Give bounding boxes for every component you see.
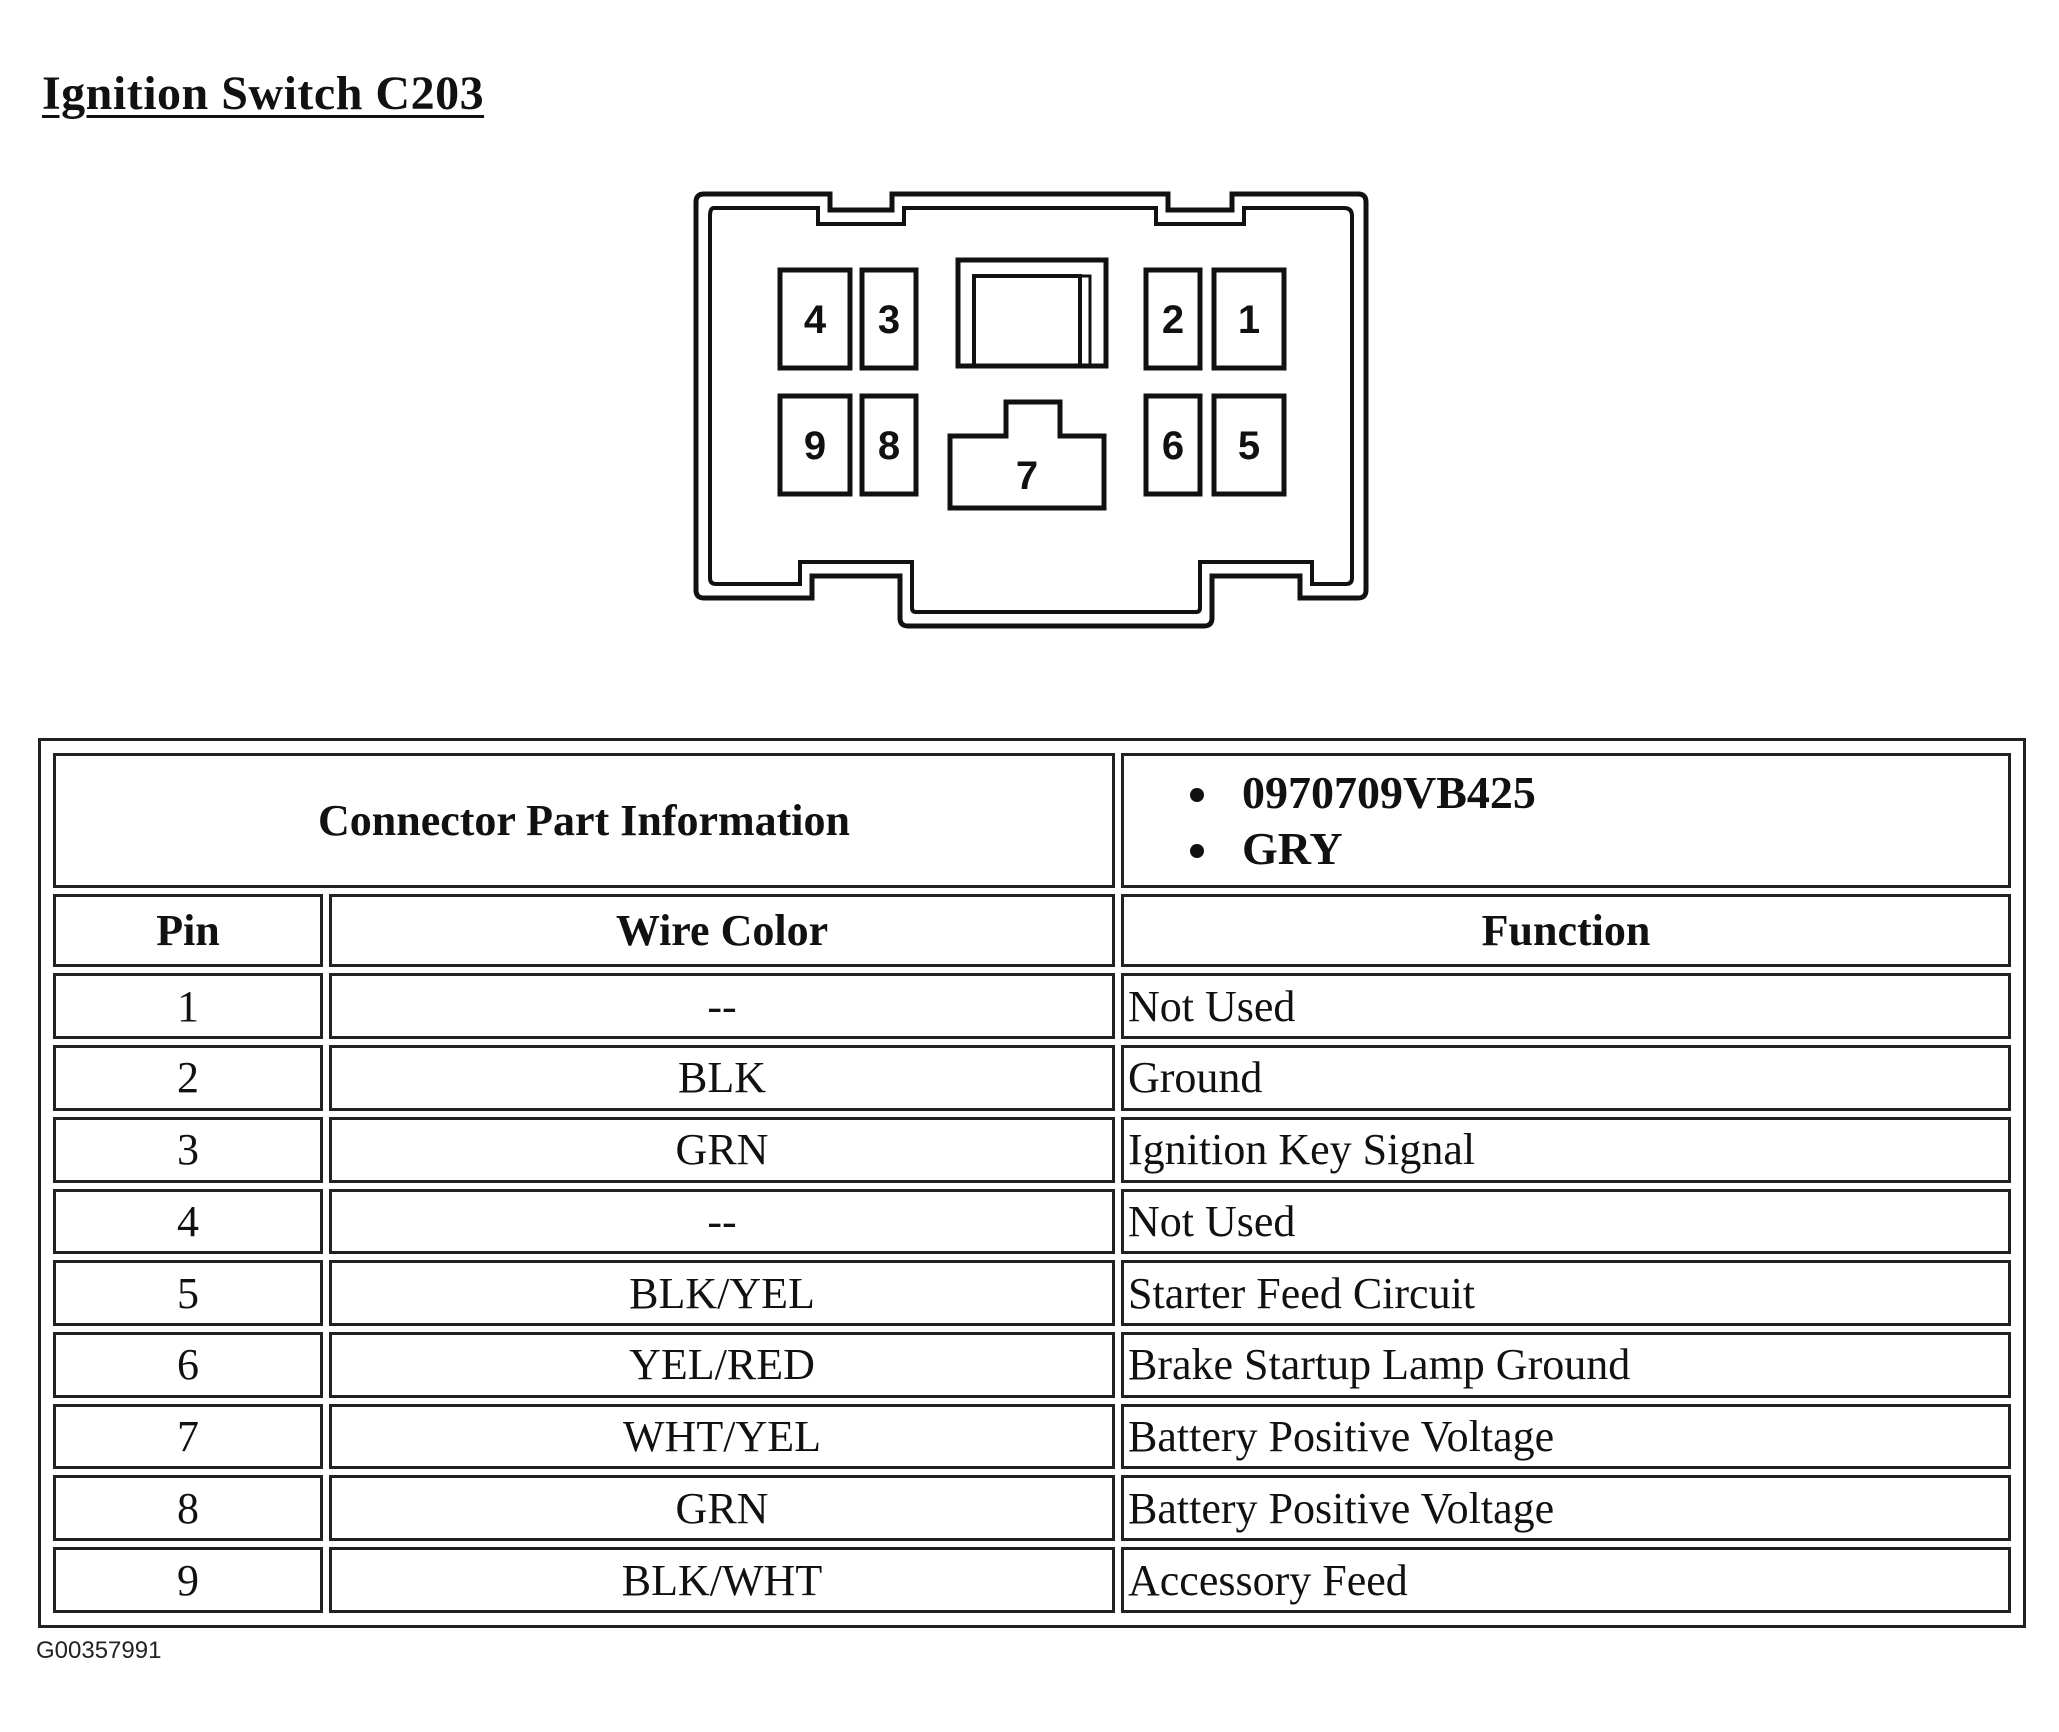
part-info-label: Connector Part Information [53, 753, 1115, 889]
header-wire-color: Wire Color [329, 894, 1115, 968]
cell-wire-color: -- [329, 1188, 1115, 1255]
cell-wire-color: YEL/RED [329, 1332, 1115, 1398]
cell-pin: 1 [53, 973, 323, 1040]
pin-cavity-1 [1211, 267, 1287, 371]
center-key-inner [972, 274, 1082, 368]
cell-function: Ground [1121, 1045, 2011, 1111]
page-title: Ignition Switch C203 [42, 67, 485, 120]
pin-cavity-4 [777, 267, 853, 371]
cell-pin: 7 [53, 1403, 323, 1470]
connector-housing-inner [708, 206, 1354, 614]
cell-wire-color: GRN [329, 1475, 1115, 1542]
pin-label-8: 8 [878, 424, 900, 468]
cell-function: Ignition Key Signal [1121, 1116, 2011, 1183]
center-key-shadow [1078, 274, 1092, 368]
cell-wire-color: BLK/YEL [329, 1260, 1115, 1327]
header-row: Pin Wire Color Function [53, 894, 2011, 968]
cell-wire-color: GRN [329, 1116, 1115, 1183]
part-number: 0970709VB425 [1224, 765, 2004, 821]
cell-function: Brake Startup Lamp Ground [1121, 1332, 2011, 1398]
pin-label-2: 2 [1162, 298, 1184, 342]
pin-cavity-3 [859, 267, 919, 371]
cell-pin: 9 [53, 1547, 323, 1613]
header-function: Function [1121, 894, 2011, 968]
header-pin: Pin [53, 894, 323, 968]
cell-pin: 6 [53, 1332, 323, 1398]
cell-wire-color: BLK/WHT [329, 1547, 1115, 1613]
cell-function: Not Used [1121, 973, 2011, 1040]
cell-function: Battery Positive Voltage [1121, 1475, 2011, 1542]
pin-cavity-6 [1143, 393, 1203, 497]
cell-wire-color: BLK [329, 1045, 1115, 1111]
connector-info-table-frame: Connector Part Information 0970709VB425 … [38, 738, 2026, 1628]
part-info-values: 0970709VB425 GRY [1121, 753, 2011, 889]
pin-label-4: 4 [804, 298, 827, 342]
cell-pin: 8 [53, 1475, 323, 1542]
cell-pin: 4 [53, 1188, 323, 1255]
pin-cavity-8 [859, 393, 919, 497]
pin-label-9: 9 [804, 424, 826, 468]
part-info-list: 0970709VB425 GRY [1128, 765, 2004, 877]
table-row: 4--Not Used [53, 1188, 2011, 1255]
part-info-row: Connector Part Information 0970709VB425 … [53, 753, 2011, 889]
pin-label-3: 3 [878, 298, 900, 342]
cell-wire-color: WHT/YEL [329, 1403, 1115, 1470]
pin-cavity-5 [1211, 393, 1287, 497]
pin-label-7: 7 [1016, 454, 1038, 498]
cell-pin: 5 [53, 1260, 323, 1327]
cell-function: Not Used [1121, 1188, 2011, 1255]
cell-function: Accessory Feed [1121, 1547, 2011, 1613]
cell-wire-color: -- [329, 973, 1115, 1040]
cell-pin: 2 [53, 1045, 323, 1111]
figure-id: G00357991 [36, 1637, 162, 1664]
pin-label-5: 5 [1238, 424, 1260, 468]
connector-info-table: Connector Part Information 0970709VB425 … [47, 747, 2017, 1619]
cell-function: Starter Feed Circuit [1121, 1260, 2011, 1327]
table-row: 1--Not Used [53, 973, 2011, 1040]
connector-color: GRY [1224, 821, 2004, 877]
pin-cavity-7 [947, 399, 1107, 511]
connector-face-diagram: 4 3 2 1 9 8 7 6 5 [693, 191, 1369, 629]
pin-label-6: 6 [1162, 424, 1184, 468]
pin-cavity-9 [777, 393, 853, 497]
cell-pin: 3 [53, 1116, 323, 1183]
pin-cavity-2 [1143, 267, 1203, 371]
cell-function: Battery Positive Voltage [1121, 1403, 2011, 1470]
connector-housing-outer [693, 191, 1369, 629]
pin-label-1: 1 [1238, 298, 1260, 342]
